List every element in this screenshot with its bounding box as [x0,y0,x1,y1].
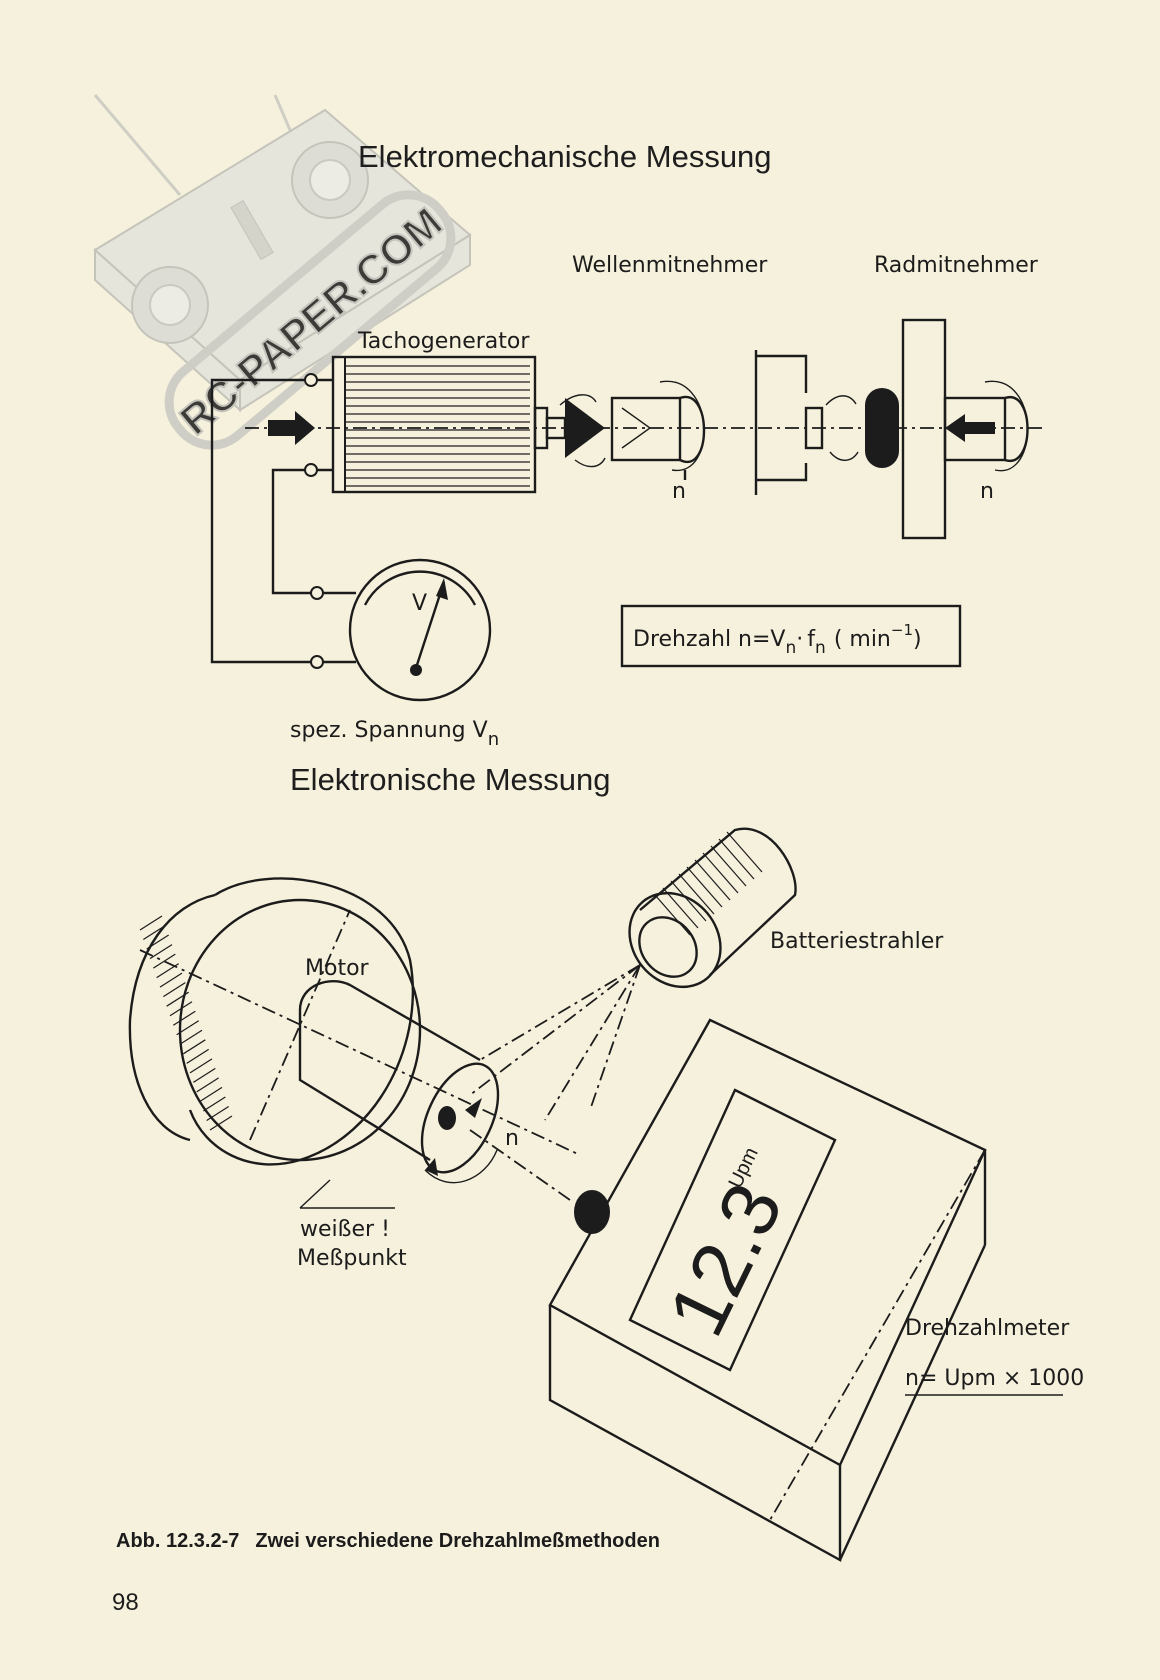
rotation-label: n [505,1126,519,1151]
rib-line [209,1115,233,1131]
rib-line [163,982,186,998]
wheel-coupling-label: Radmitnehmer [874,253,1039,278]
rib-line [196,1077,219,1093]
motor-label: Motor [305,956,370,981]
formula-unit-open: ( min [834,627,891,652]
rib-line [203,1096,226,1112]
caption-number: Abb. 12.3.2-7 [116,1530,239,1552]
rib-line [670,880,707,922]
rc-transmitter-icon [93,94,472,413]
voltmeter: V [348,558,492,702]
formula-box: Drehzahl n=Vn·fn( min−1) [620,604,962,668]
caption-text: Zwei verschiedene Drehzahlmeßmethoden [255,1530,660,1552]
rib-line [694,859,731,901]
formula-f: f [807,627,816,652]
rib-line [186,1048,209,1064]
rib-line [146,934,169,950]
rib-line [153,953,176,969]
page-number: 98 [112,1589,139,1616]
rib-line [678,873,715,915]
rib-line [173,1010,196,1026]
lamp-label: Batteriestrahler [770,929,944,954]
rib-line [206,1105,229,1121]
formula-unit-sup: −1 [891,621,913,639]
meter-symbol: V [412,591,427,616]
measurement-point-label-2: Meßpunkt [297,1246,407,1271]
rib-line [710,845,747,887]
rib-line [702,852,739,894]
tachometer-device: 12.3 Upm Drehzahlmeter n= Upm × 1000 [548,1018,1084,1563]
display-unit: Upm [725,1144,763,1192]
rib-line [143,925,166,941]
voltage-label-sub: n [488,729,499,750]
meter-formula: n= Upm × 1000 [905,1366,1084,1391]
rib-line [726,831,763,873]
sensor-lens-icon [574,1190,610,1234]
meter-label: Drehzahlmeter [905,1316,1070,1341]
shaft-coupling-label: Wellenmitnehmer [572,253,768,278]
rib-line [183,1039,206,1055]
voltage-label: spez. Spannung Vn [290,718,499,750]
rib-line [193,1067,216,1083]
rib-line [159,972,183,988]
motor: Motor n weißer ! Meßpunkt [128,877,581,1271]
rib-line [662,887,699,929]
measurement-point-label-1: weißer ! [300,1217,390,1242]
wheel-arrow-icon [945,414,995,442]
rib-line [199,1086,223,1102]
formula-sub-1: n [786,638,797,658]
lcd-display: 12.3 Upm [628,1088,837,1372]
rib-line [686,866,723,908]
rib-line [139,915,163,931]
rib-line [718,838,755,880]
section-title-electronic: Elektronische Messung [290,762,611,797]
display-value: 12.3 [651,1170,799,1349]
speed-label-shaft: n [672,479,686,504]
wiring [210,378,356,669]
light-beams [465,964,641,1201]
shaft-coupling: n [533,380,706,504]
speed-label-wheel: n [980,479,994,504]
rib-line [654,894,691,936]
rib-line [149,944,173,960]
formula-dot: · [796,627,803,652]
voltage-label-text: spez. Spannung V [290,718,488,743]
wheel-coupling: n [754,318,1029,540]
battery-lamp: Batteriestrahler [628,827,944,989]
tachogenerator-label: Tachogenerator [357,329,530,354]
section-title-electromechanical: Elektromechanische Messung [358,139,772,174]
formula-prefix: Drehzahl n=V [633,627,786,652]
formula-unit-close: ) [913,627,922,652]
formula-text: Drehzahl n=Vn·fn( min−1) [633,621,922,658]
figure-caption: Abb. 12.3.2-7 Zwei verschiedene Drehzahlm… [116,1530,660,1552]
rib-line [179,1029,203,1045]
formula-sub-2: n [815,638,826,658]
rib-line [189,1058,213,1074]
